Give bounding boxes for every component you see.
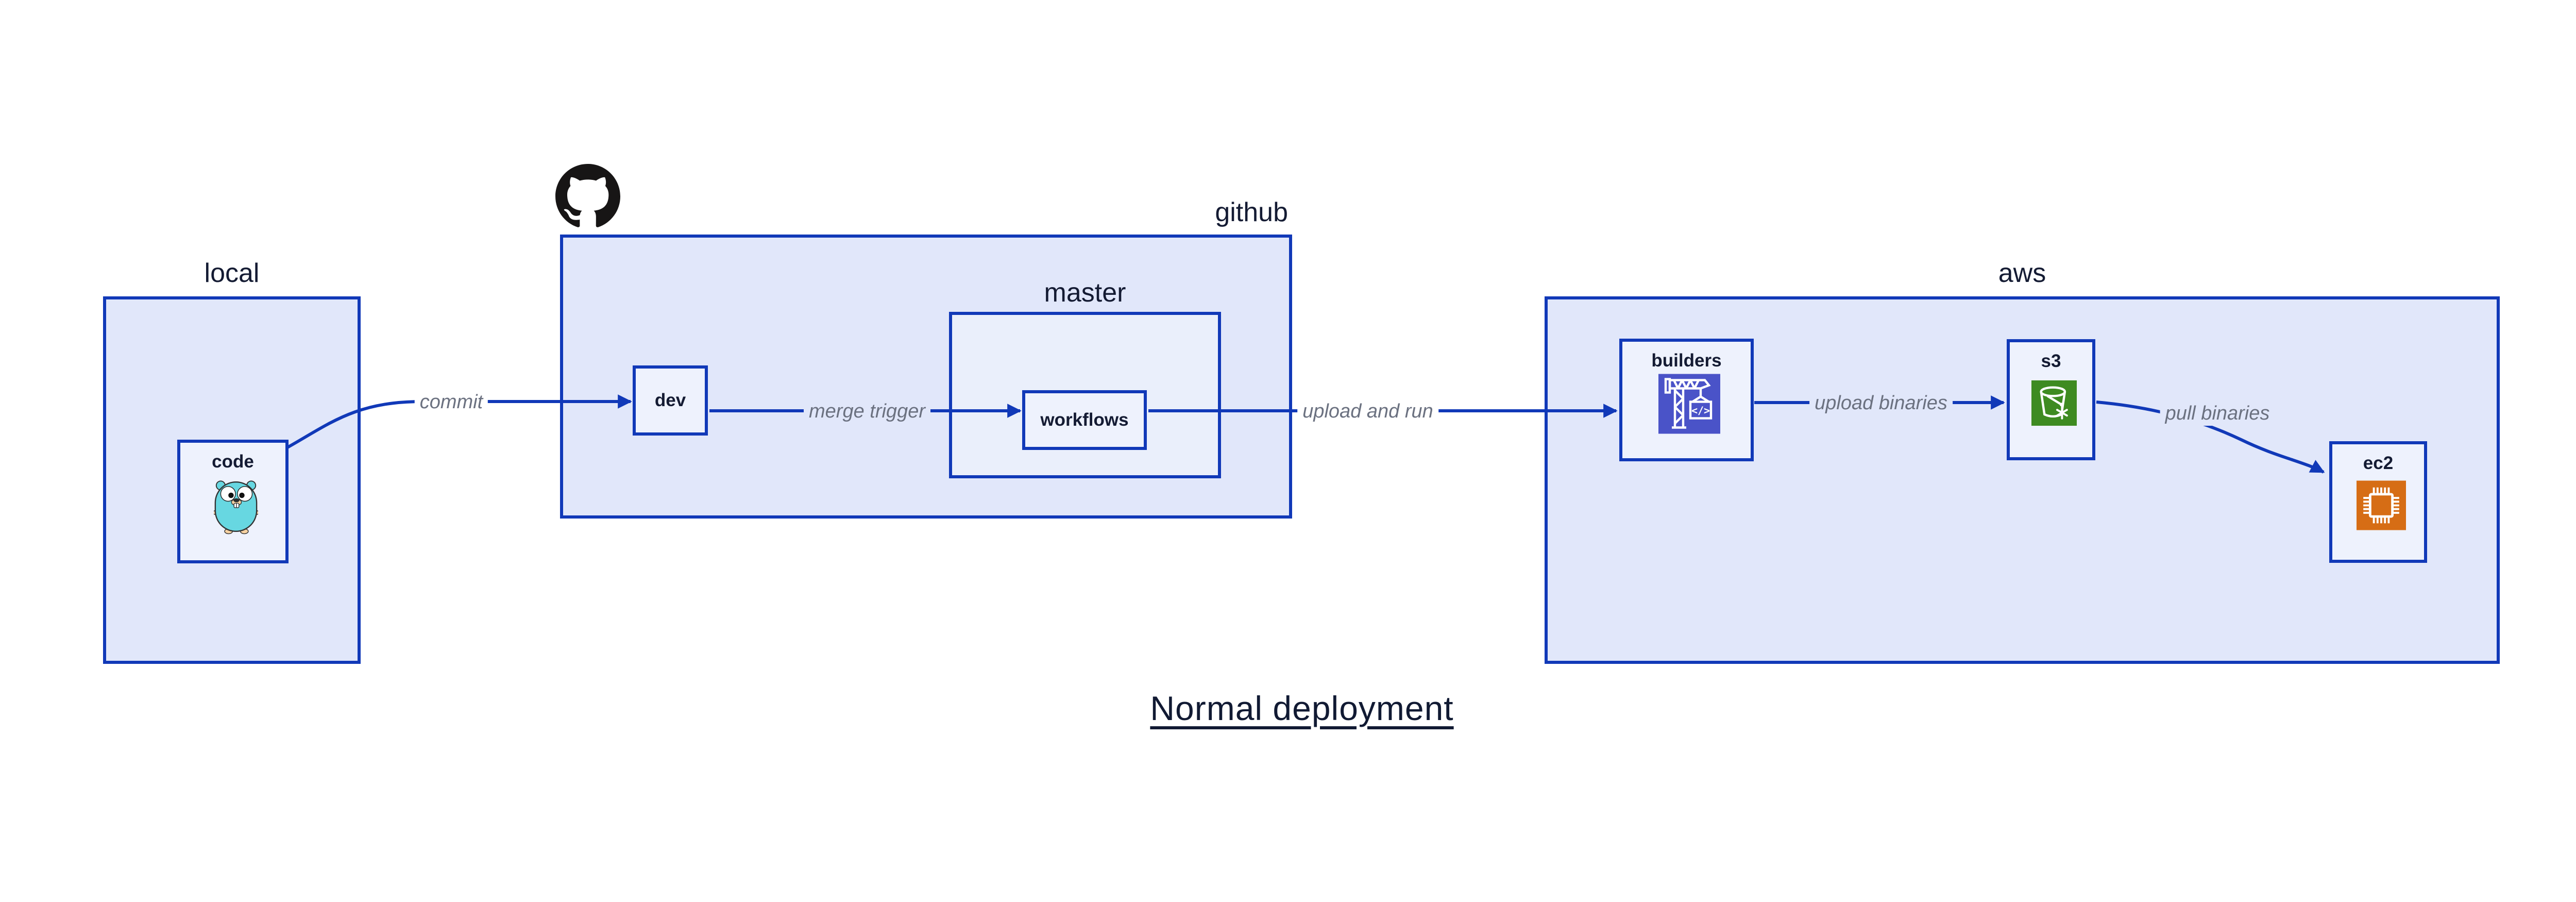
edge-label-commit: commit — [414, 390, 488, 414]
crane-code-glyph: </> — [1691, 405, 1710, 417]
node-ec2-label: ec2 — [2363, 453, 2394, 473]
aws-container-label: aws — [1998, 258, 2046, 288]
github-octocat-icon — [555, 164, 620, 227]
node-ec2: ec2 — [2329, 441, 2427, 563]
node-builders-label: builders — [1651, 350, 1722, 371]
edge-label-pull-binaries: pull binaries — [2160, 401, 2275, 426]
node-s3-label: s3 — [2041, 351, 2061, 371]
github-container-label: github — [1215, 197, 1288, 227]
crane-icon: </> — [1658, 374, 1720, 434]
node-dev: dev — [633, 365, 708, 436]
edge-label-upload-and-run: upload and run — [1297, 399, 1438, 424]
edge-label-merge-trigger: merge trigger — [804, 399, 930, 424]
node-workflows-label: workflows — [1040, 410, 1129, 430]
node-code: code — [177, 440, 289, 563]
local-container-label: local — [204, 258, 260, 288]
node-builders: builders </> — [1619, 339, 1754, 461]
node-code-label: code — [212, 452, 254, 472]
master-container-label: master — [1044, 278, 1126, 308]
node-s3: s3 — [2007, 339, 2095, 460]
edge-label-upload-binaries: upload binaries — [1809, 391, 1953, 415]
node-dev-label: dev — [654, 390, 686, 410]
bucket-snowflake-icon — [2031, 380, 2077, 426]
go-gopher-icon — [214, 480, 258, 534]
diagram-title: Normal deployment — [1150, 689, 1454, 727]
node-workflows: workflows — [1022, 390, 1147, 450]
cpu-chip-icon — [2357, 480, 2406, 530]
